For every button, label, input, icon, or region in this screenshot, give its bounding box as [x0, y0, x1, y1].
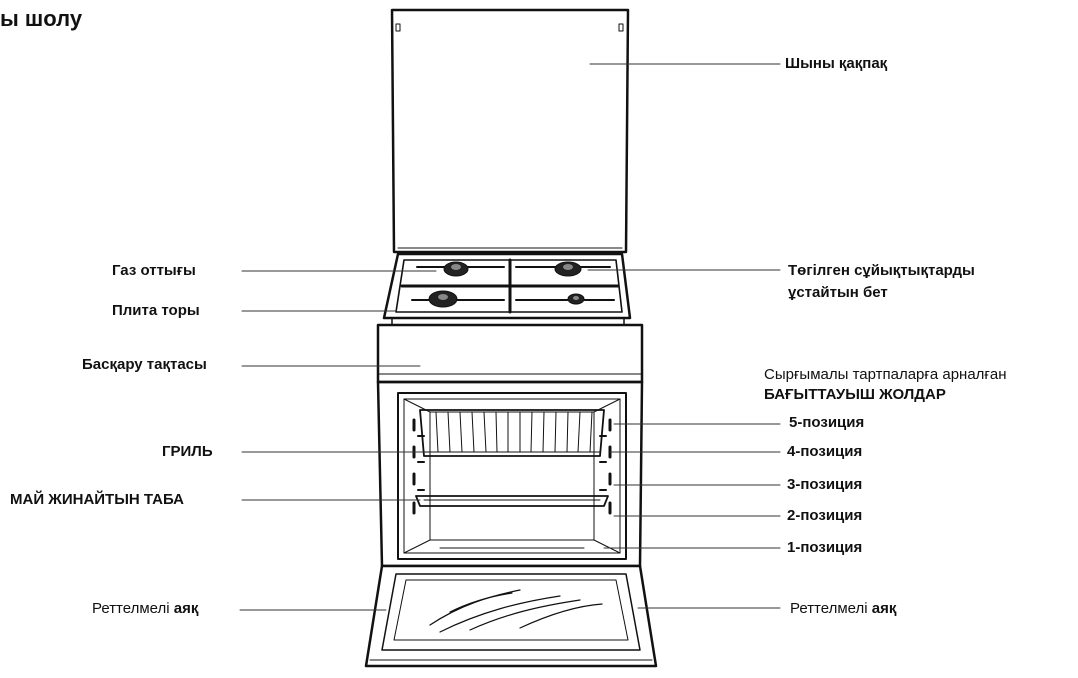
label-right-foot-prefix: Реттелмелі — [790, 600, 872, 617]
label-left-foot-bold: аяқ — [173, 600, 199, 617]
right-leader-lines — [587, 63, 781, 609]
label-drip-tray: МАЙ ЖИНАЙТЫН ТАБА — [10, 491, 185, 508]
label-spill-tray-line1: Төгілген сұйықтықтарды — [788, 262, 975, 279]
label-glass-lid: Шыны қақпақ — [785, 55, 888, 72]
label-position-2: 2-позиция — [787, 507, 863, 524]
oven-door-drawing — [364, 564, 658, 668]
label-gas-burner: Газ оттығы — [112, 262, 196, 279]
control-panel-drawing — [376, 323, 644, 384]
left-leader-lines — [239, 270, 437, 611]
label-position-3: 3-позиция — [787, 476, 863, 493]
label-left-foot: Реттелмелі аяқ — [92, 600, 198, 618]
page-title: ы шолу — [0, 6, 83, 31]
label-left-foot-prefix: Реттелмелі — [92, 600, 174, 617]
label-position-1: 1-позиция — [787, 539, 863, 556]
glass-lid-drawing — [390, 8, 630, 254]
label-right-foot-bold: аяқ — [871, 600, 897, 617]
label-control-panel: Басқару тақтасы — [82, 356, 207, 373]
label-right-foot: Реттелмелі аяқ — [790, 600, 896, 618]
oven-body-drawing — [376, 380, 644, 568]
label-guides-line1: Сырғымалы тартпаларға арналған — [764, 366, 1007, 383]
label-grill: ГРИЛЬ — [162, 443, 213, 460]
hob-drawing — [382, 252, 632, 326]
label-position-4: 4-позиция — [787, 443, 863, 460]
label-guides-line2: БАҒЫТТАУЫШ ЖОЛДАР — [764, 386, 946, 403]
label-position-5: 5-позиция — [789, 414, 865, 431]
label-spill-tray-line2: ұстайтын бет — [788, 284, 888, 301]
label-hob-grid: Плита торы — [112, 302, 200, 319]
